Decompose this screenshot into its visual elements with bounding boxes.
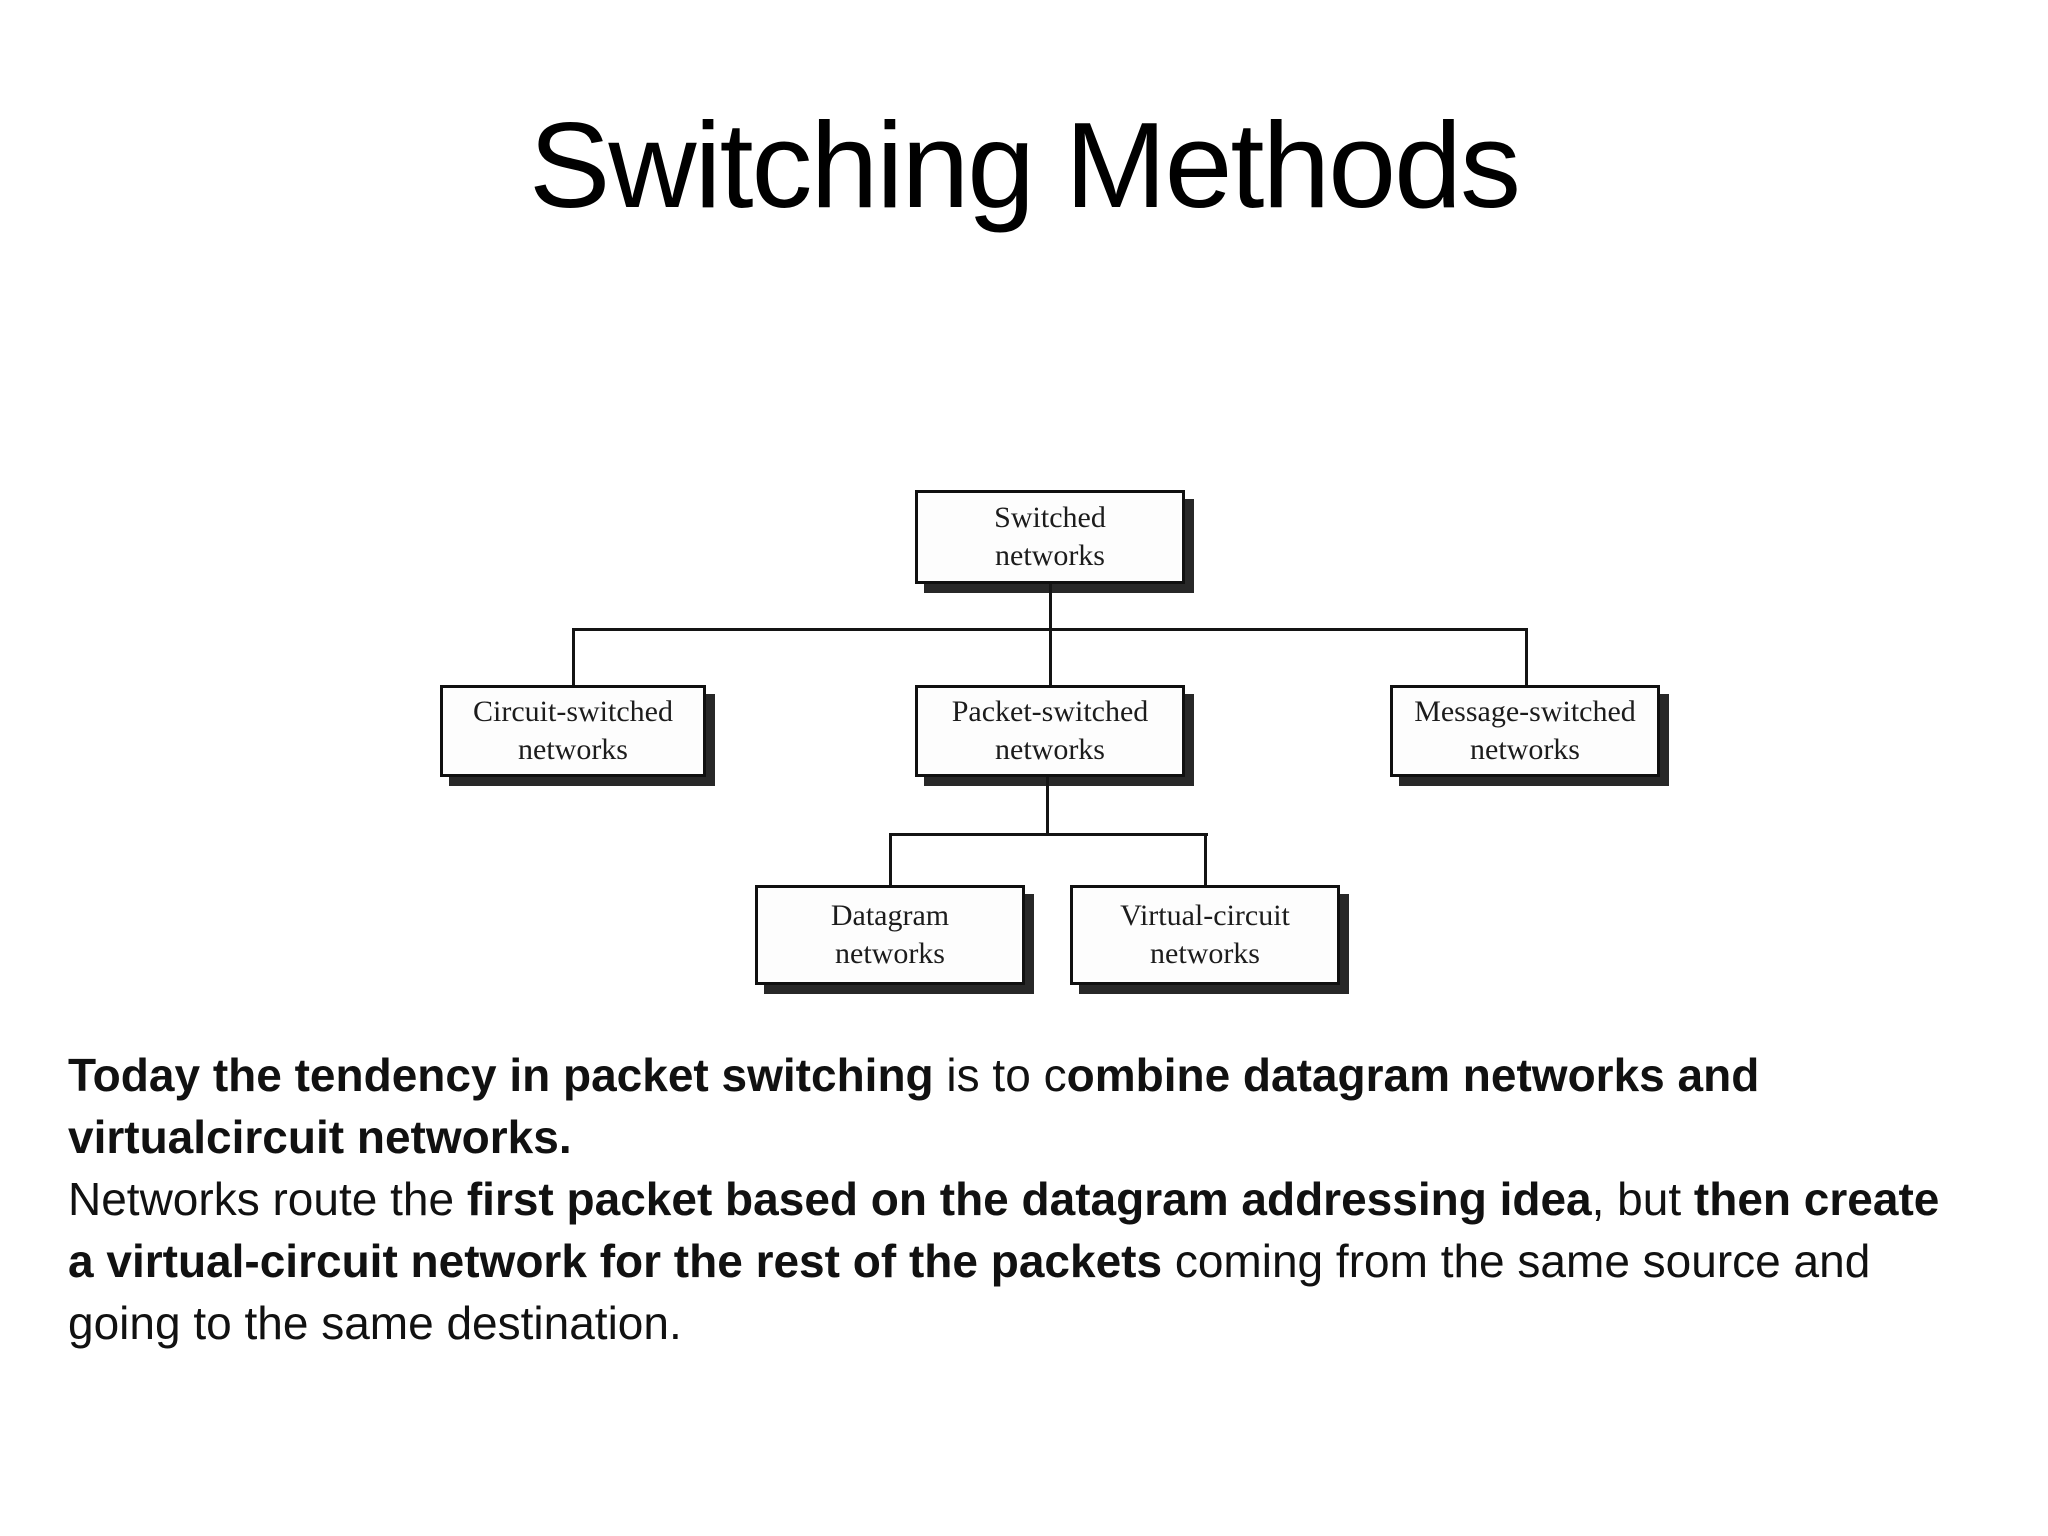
node-label-line: networks	[518, 733, 628, 766]
node-label-line: networks	[835, 937, 945, 970]
node-label-line: networks	[1470, 733, 1580, 766]
body-line-3: Networks route the first packet based on…	[68, 1173, 1940, 1225]
connector-bus-to-circuit	[572, 628, 575, 688]
connector-bus2-to-virtual	[1204, 833, 1207, 888]
body-line-5: going to the same destination.	[68, 1297, 682, 1349]
body-line-4: a virtual-circuit network for the rest o…	[68, 1235, 1871, 1287]
node-label-line: Packet-switched	[951, 695, 1149, 728]
node-datagram-networks: Datagram networks	[755, 885, 1025, 985]
node-label-line: Circuit-switched	[473, 695, 673, 728]
node-label-line: networks	[995, 539, 1105, 572]
node-switched-networks: Switched networks	[915, 490, 1185, 584]
connector-bus2-to-datagram	[889, 833, 892, 888]
node-label-line: Virtual-circuit	[1120, 899, 1290, 932]
connector-switched-to-bus	[1049, 584, 1052, 631]
connector-packet-to-bus2	[1046, 777, 1049, 836]
body-line-1: Today the tendency in packet switching i…	[68, 1049, 1760, 1101]
node-label-line: networks	[995, 733, 1105, 766]
node-circuit-switched-networks: Circuit-switched networks	[440, 685, 706, 777]
node-packet-switched-networks: Packet-switched networks	[915, 685, 1185, 777]
body-line-2: virtualcircuit networks.	[68, 1111, 572, 1163]
connector-level2-bus	[889, 833, 1208, 836]
node-virtual-circuit-networks: Virtual-circuit networks	[1070, 885, 1340, 985]
body-text: Today the tendency in packet switching i…	[68, 1044, 1939, 1354]
node-message-switched-networks: Message-switched networks	[1390, 685, 1660, 777]
node-label-line: Datagram	[830, 899, 950, 932]
connector-bus-to-packet	[1049, 628, 1052, 688]
node-label-line: networks	[1150, 937, 1260, 970]
node-label-line: Message-switched	[1414, 695, 1636, 728]
connector-bus-to-message	[1525, 628, 1528, 688]
node-label-line: Switched	[994, 501, 1106, 534]
page-title: Switching Methods	[529, 97, 1521, 233]
